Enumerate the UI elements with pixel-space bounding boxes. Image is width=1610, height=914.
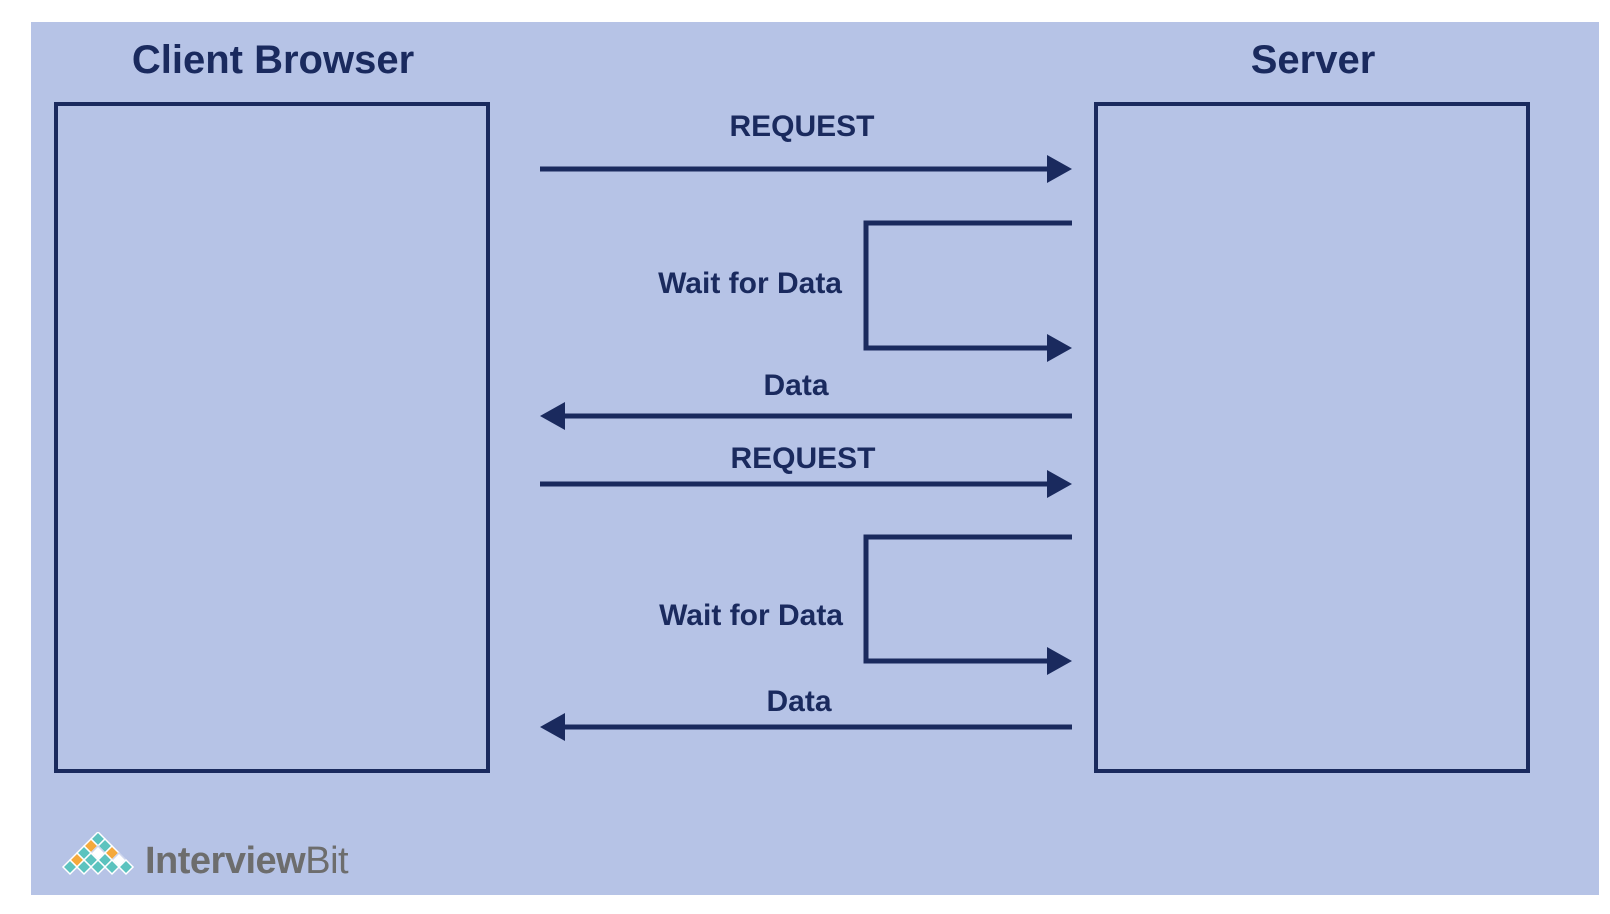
arrowhead-right (1047, 647, 1072, 675)
wait-label-2: Wait for Data (659, 599, 843, 632)
logo-text-main: Interview (145, 840, 306, 882)
data-label-2: Data (766, 685, 832, 718)
wait-arrow-2 (863, 534, 1072, 664)
arrowhead-left (540, 713, 565, 741)
arrowhead-right (1047, 334, 1072, 362)
interviewbit-logo-text: InterviewBit (145, 839, 349, 883)
server-box (1094, 102, 1530, 773)
logo-text-end: Bit (305, 840, 349, 882)
request-label-1: REQUEST (729, 110, 875, 143)
arrowhead-left (540, 402, 565, 430)
arrowhead-right (1047, 470, 1072, 498)
client-browser-title: Client Browser (131, 38, 415, 82)
wait-arrow-1 (863, 220, 1072, 351)
interviewbit-logo-icon (61, 832, 135, 876)
request-label-2: REQUEST (730, 442, 876, 475)
server-title: Server (1250, 38, 1376, 82)
arrowhead-right (1047, 155, 1072, 183)
client-browser-box (54, 102, 490, 773)
wait-label-1: Wait for Data (658, 267, 842, 300)
data-label-1: Data (763, 369, 829, 402)
